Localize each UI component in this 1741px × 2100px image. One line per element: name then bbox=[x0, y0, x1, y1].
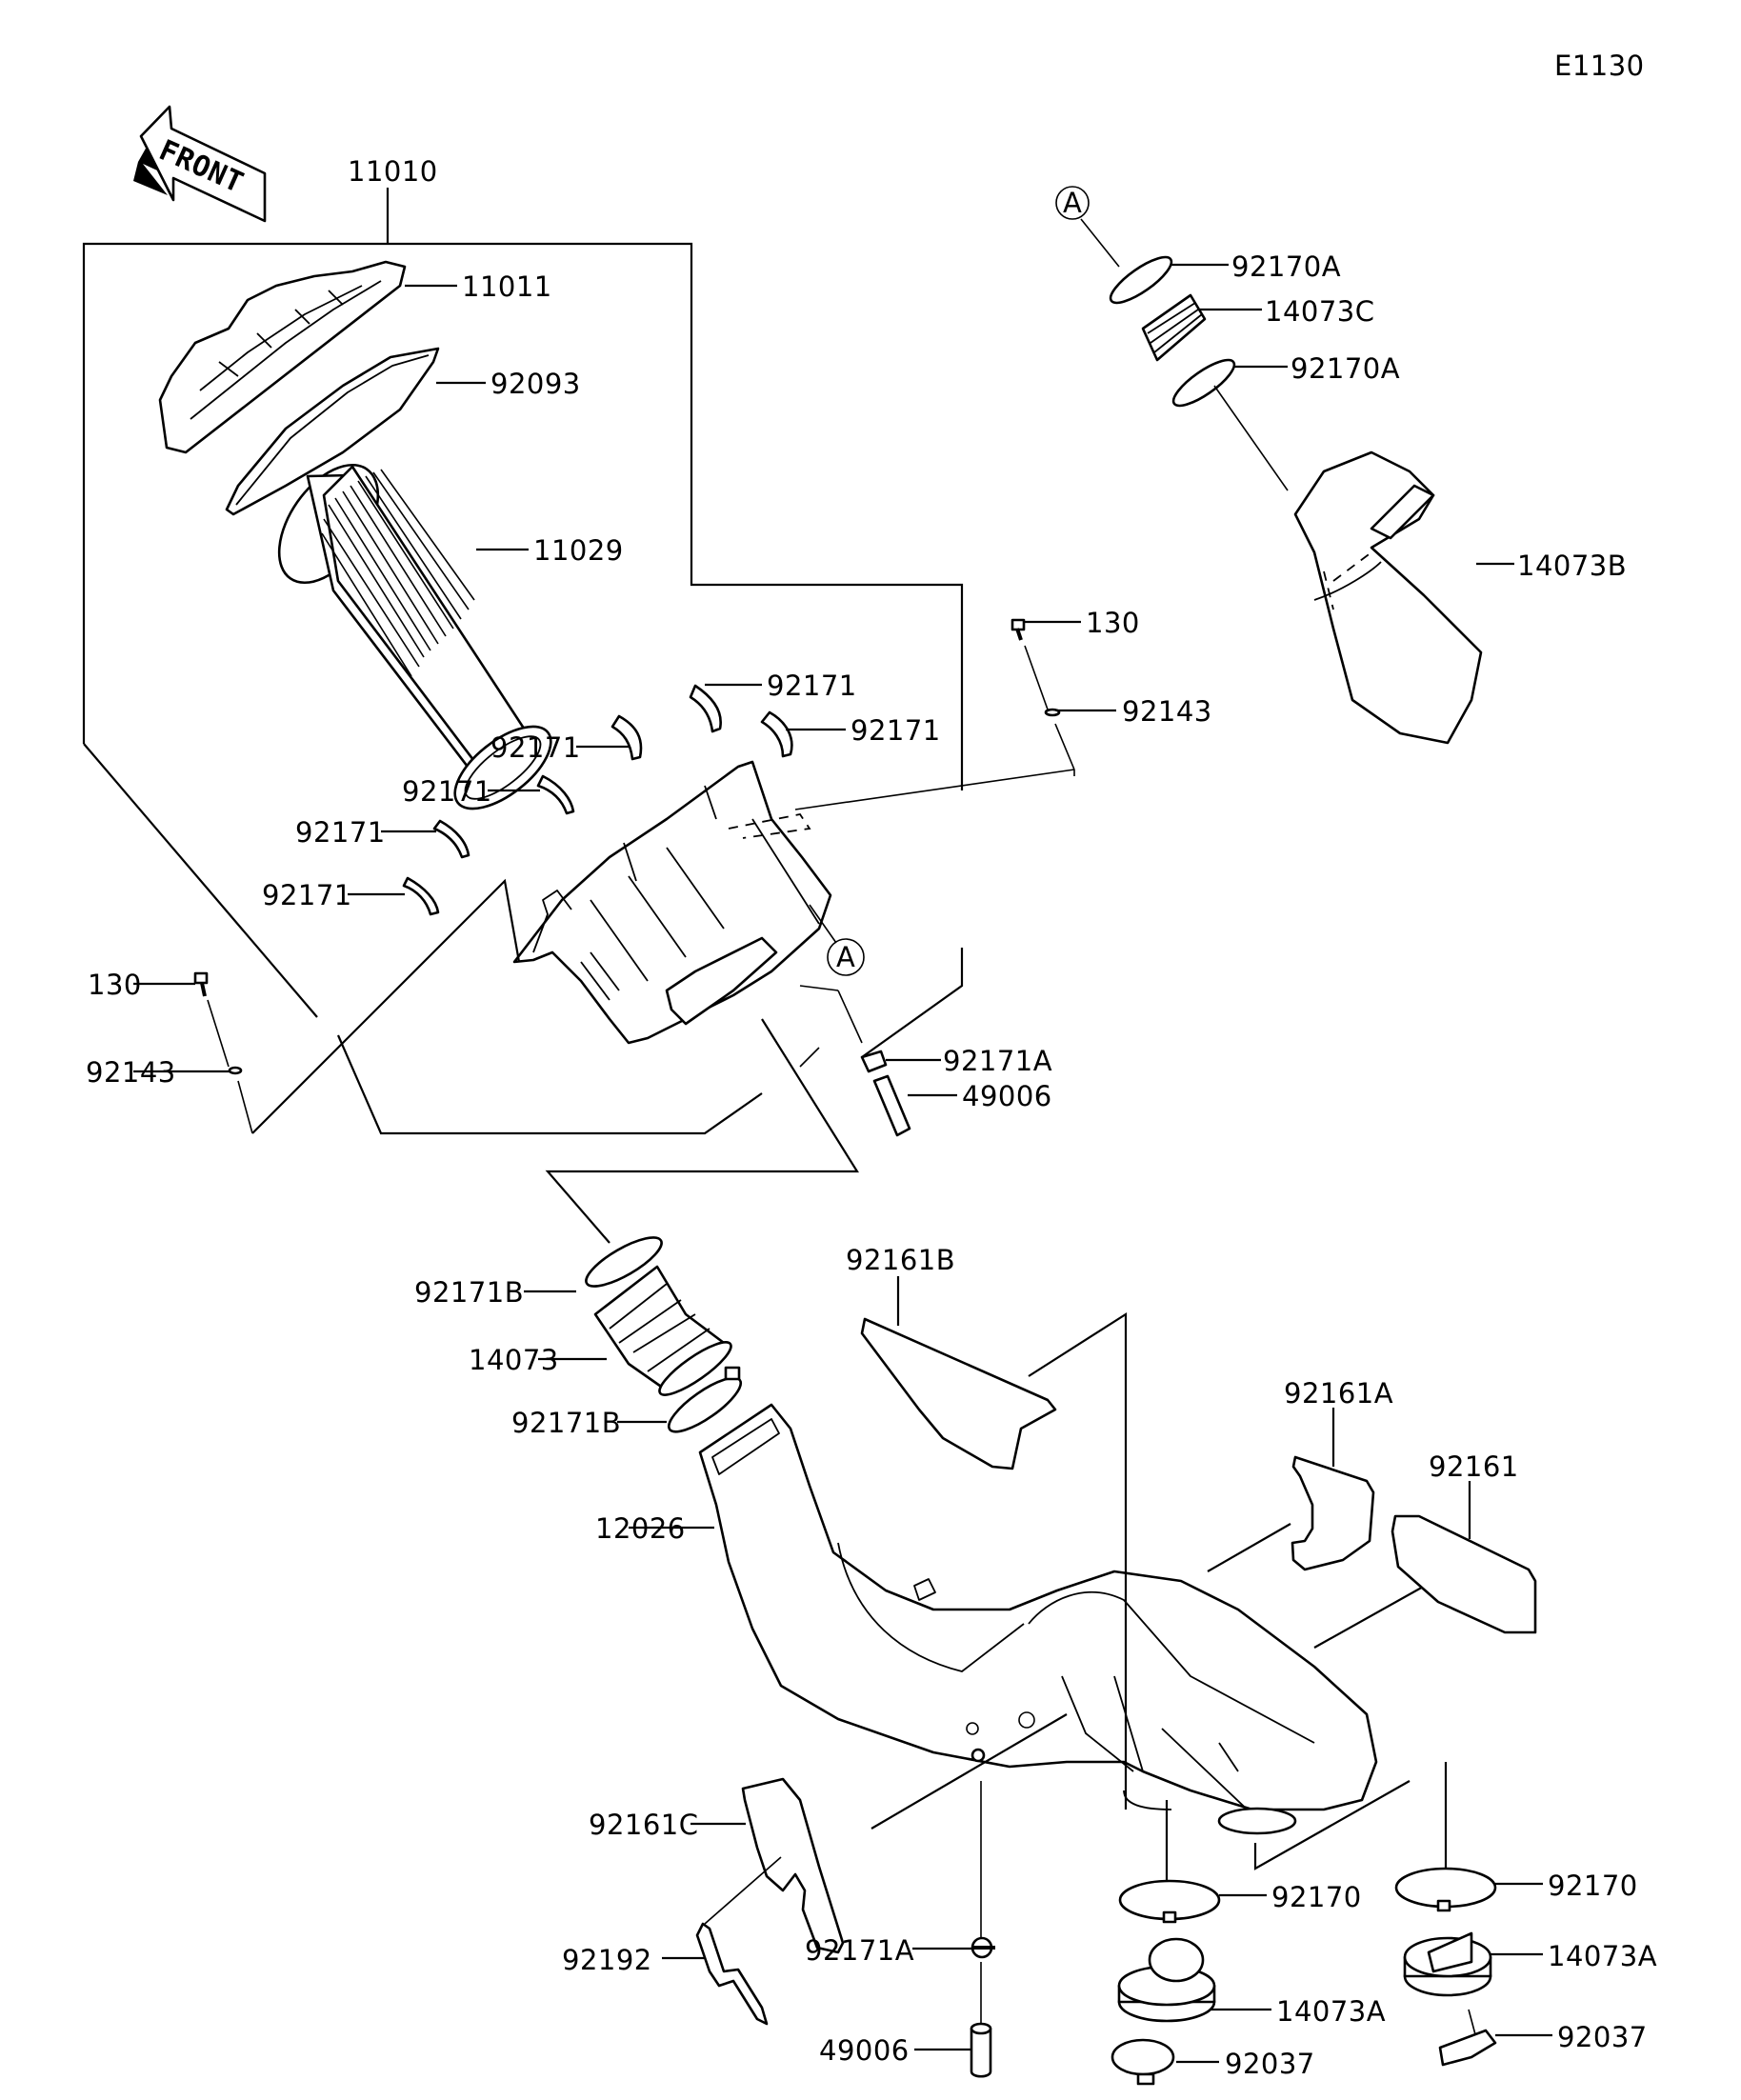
callout-92170-left: 92170 bbox=[1271, 1881, 1362, 1913]
callout-92171A-bottom: 92171A bbox=[805, 1934, 914, 1967]
tube-92192 bbox=[695, 1922, 769, 2026]
callout-92171B-1: 92171B bbox=[414, 1276, 524, 1309]
callout-92171-c: 92171 bbox=[490, 731, 581, 764]
hose-clamp-92170-right bbox=[1394, 1867, 1497, 1912]
callout-92170A-2: 92170A bbox=[1291, 352, 1400, 385]
callout-49006-top: 49006 bbox=[962, 1080, 1052, 1112]
hose-clamp-92037-right bbox=[1438, 2029, 1497, 2067]
callout-92037-right: 92037 bbox=[1557, 2021, 1648, 2053]
protector-92161A bbox=[1291, 1455, 1375, 1571]
callout-14073: 14073 bbox=[469, 1344, 559, 1376]
callout-14073C: 14073C bbox=[1265, 295, 1375, 328]
callout-92171-f: 92171 bbox=[262, 879, 352, 911]
hose-clamp-92170-left bbox=[1118, 1879, 1221, 1924]
callout-92171-d: 92171 bbox=[402, 775, 492, 808]
inlet-duct-12026 bbox=[698, 1403, 1378, 1835]
joint-14073A-left bbox=[1117, 1937, 1216, 2023]
duct-14073B bbox=[1293, 450, 1483, 745]
callout-92093: 92093 bbox=[490, 368, 581, 400]
protector-92161 bbox=[1391, 1514, 1537, 1634]
callout-130-right: 130 bbox=[1086, 607, 1140, 639]
callout-92171-b: 92171 bbox=[850, 714, 941, 747]
joint-14073C bbox=[1141, 293, 1207, 362]
callout-49006-bottom: 49006 bbox=[819, 2034, 910, 2067]
hose-clamp-92037-left bbox=[1111, 2038, 1175, 2086]
callout-14073A-left: 14073A bbox=[1276, 1995, 1386, 2028]
callout-92170A-1: 92170A bbox=[1231, 250, 1341, 283]
callout-92161: 92161 bbox=[1429, 1450, 1519, 1483]
clamp-92171B-upper bbox=[585, 1236, 663, 1288]
air-cleaner-cover bbox=[158, 260, 407, 454]
ref-marker-a-housing: A bbox=[827, 938, 865, 976]
joint-14073 bbox=[593, 1265, 732, 1396]
drain-clip-bottom bbox=[971, 1936, 995, 1959]
svg-text:A: A bbox=[1063, 187, 1082, 219]
drain-clip-top bbox=[860, 1050, 911, 1137]
callout-92171-e: 92171 bbox=[295, 816, 386, 849]
callout-92171B-2: 92171B bbox=[511, 1407, 621, 1439]
callout-92192: 92192 bbox=[562, 1944, 652, 1976]
callout-11010: 11010 bbox=[348, 155, 438, 188]
drain-tube-49006-bottom bbox=[970, 2022, 992, 2078]
callout-92161A: 92161A bbox=[1284, 1377, 1393, 1410]
callout-92161C: 92161C bbox=[589, 1809, 699, 1841]
joint-14073A-right bbox=[1403, 1931, 1492, 1997]
air-cleaner-element bbox=[277, 463, 552, 810]
clamp-92171B-lower bbox=[667, 1366, 743, 1433]
callout-92171-a: 92171 bbox=[767, 670, 857, 702]
callout-130-left: 130 bbox=[88, 969, 142, 1001]
callout-14073B: 14073B bbox=[1517, 550, 1627, 582]
ref-marker-a-top: A bbox=[1055, 186, 1090, 220]
callout-92161B: 92161B bbox=[846, 1244, 955, 1276]
bolt-left bbox=[193, 971, 253, 1134]
callout-11029: 11029 bbox=[533, 534, 624, 567]
protector-92161B bbox=[860, 1317, 1057, 1470]
air-cleaner-seal bbox=[225, 347, 440, 516]
front-arrow-icon: FRONT bbox=[133, 105, 267, 223]
hose-clamp-92170A-2 bbox=[1171, 358, 1236, 408]
svg-text:A: A bbox=[836, 941, 855, 973]
diagram-code: E1130 bbox=[1554, 50, 1645, 82]
callout-92143-right: 92143 bbox=[1122, 695, 1212, 728]
callout-14073A-right: 14073A bbox=[1548, 1940, 1657, 1972]
air-cleaner-housing bbox=[512, 760, 832, 1045]
callout-92143-left: 92143 bbox=[86, 1056, 176, 1089]
bolt-right bbox=[1011, 618, 1075, 770]
callout-92170-right: 92170 bbox=[1548, 1870, 1638, 1902]
clip-group bbox=[402, 684, 793, 916]
callout-92171A-top: 92171A bbox=[943, 1045, 1052, 1077]
air-cleaner-assy-bracket bbox=[82, 188, 964, 1135]
callout-92037-left: 92037 bbox=[1225, 2048, 1315, 2080]
protector-92161C bbox=[741, 1777, 845, 1954]
hose-clamp-92170A-1 bbox=[1109, 255, 1173, 305]
callout-12026: 12026 bbox=[595, 1512, 686, 1545]
callout-11011: 11011 bbox=[462, 270, 552, 303]
